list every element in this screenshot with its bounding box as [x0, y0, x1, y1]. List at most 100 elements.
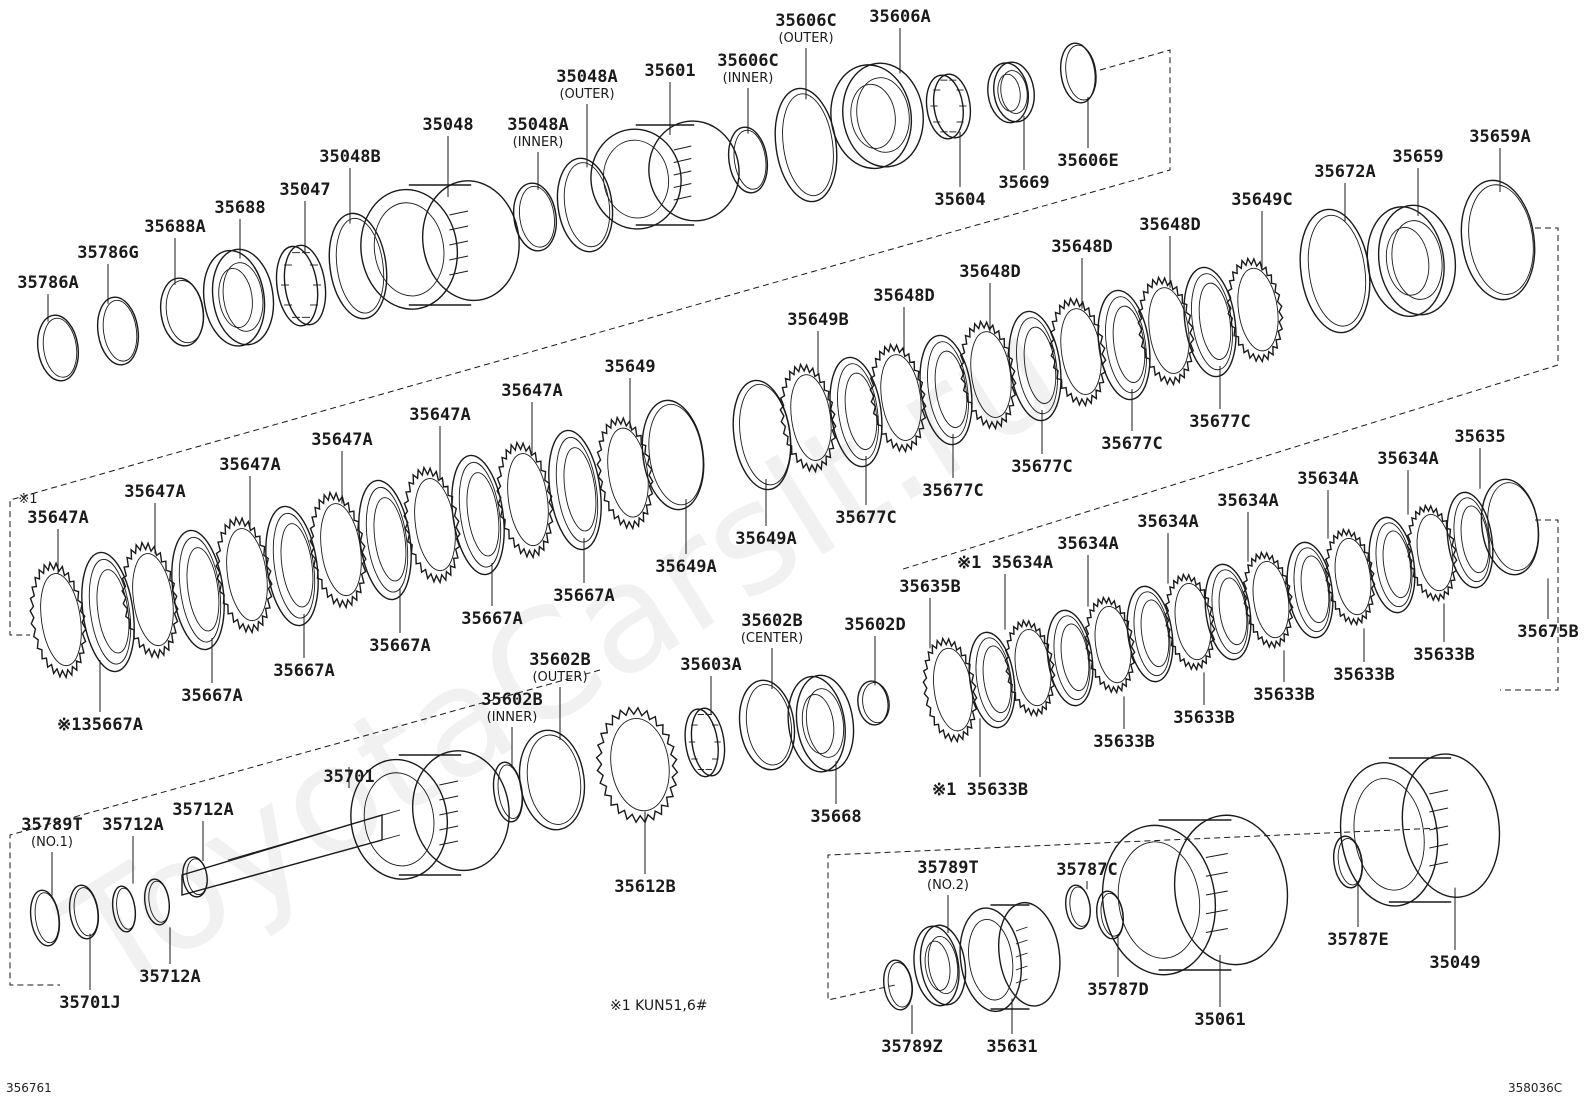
callout-p35786A: 35786A [17, 273, 79, 322]
callout-p35634A_2: 35634A [1297, 469, 1359, 539]
callout-label: 35647A [27, 508, 88, 528]
part-p35667A_5 [171, 529, 225, 651]
callout-p35677C_5: 35677C [835, 456, 897, 528]
callout-sublabel: (INNER) [513, 135, 564, 150]
part-p35787E [1332, 835, 1364, 889]
part-p35648D_1 [1137, 275, 1195, 387]
callout-p35789Z: 35789Z [881, 1005, 943, 1057]
callout-label: 35787E [1327, 930, 1388, 950]
part-p35648D_3 [959, 319, 1017, 431]
callout-label: 35677C [1101, 434, 1162, 454]
part-p35633B_1 [1368, 516, 1416, 614]
callout-label: 35659A [1469, 127, 1530, 147]
callout-label: 35701J [59, 993, 120, 1013]
part-p35647A_6 [29, 560, 87, 680]
callout-label: 35668 [810, 807, 861, 827]
part-p35602B_in [492, 761, 524, 823]
callout-label: 35631 [986, 1037, 1037, 1057]
callout-label: 35659 [1392, 147, 1443, 167]
part-p35047 [275, 244, 327, 327]
callout-label: 35606C [775, 11, 836, 31]
callout-label: 35712A [172, 800, 233, 820]
callout-p35712A_r: 35712A [172, 800, 234, 861]
callout-label: 35603A [680, 655, 741, 675]
part-p35634A_3 [1242, 550, 1294, 650]
part-p35789T1 [29, 889, 61, 947]
part-p35712A_l [111, 885, 137, 933]
callout-p35647A_3: 35647A [311, 430, 373, 504]
callout-label: 35602B [741, 611, 802, 631]
callout-label: 35606C [717, 51, 778, 71]
callout-p35677C_4: 35677C [922, 434, 984, 501]
part-p35667A_4 [265, 505, 319, 627]
callout-p35647A_2: 35647A [409, 405, 471, 479]
callout-p35601: 35601 [644, 61, 696, 135]
callout-label: 35647A [124, 482, 185, 502]
callout-p35649A_r: 35649A [735, 479, 797, 549]
callout-p35701: 35701 [323, 767, 375, 788]
callout-label: 35606E [1057, 151, 1118, 171]
callout-label: 35061 [1194, 1010, 1245, 1030]
callout-label: 35672A [1314, 162, 1375, 182]
part-p35606C_out [774, 87, 838, 203]
part-p35667A_3 [358, 479, 412, 601]
callout-label: 35677C [1011, 457, 1072, 477]
callout-p35634A_1: 35634A [1377, 449, 1439, 515]
callout-label: 35602D [844, 615, 905, 635]
callout-sublabel: (OUTER) [559, 87, 614, 102]
part-p35677C_4 [919, 334, 973, 446]
callout-p35602B_in: 35602B(INNER) [481, 690, 543, 768]
part-p35789T2 [913, 924, 967, 1007]
callout-p35048: 35048 [422, 115, 474, 197]
part-p35649A_r [732, 379, 792, 491]
callout-p35668: 35668 [810, 761, 862, 827]
part-p35634A_1 [1406, 503, 1458, 603]
callout-sublabel: (NO.1) [31, 835, 73, 850]
part-p35659A [1460, 179, 1536, 301]
callout-p35647A_4: 35647A [219, 455, 281, 529]
callout-p35634A_4: 35634A [1137, 512, 1199, 584]
callout-label: 35634A [1377, 449, 1438, 469]
callout-label: 35669 [998, 173, 1049, 193]
callout-p35602D: 35602D [844, 615, 906, 686]
callout-label: 35667A [181, 686, 242, 706]
callout-p35606A: 35606A [869, 7, 931, 74]
callout-p35787E: 35787E [1327, 882, 1389, 950]
callout-p35659: 35659 [1392, 147, 1444, 216]
ref-right: 358036C [1508, 1081, 1562, 1095]
callout-p35688A: 35688A [144, 217, 206, 285]
callout-label: 35701 [323, 767, 374, 787]
callout-p35631: 35631 [986, 998, 1038, 1057]
callout-sublabel: (CENTER) [741, 631, 803, 646]
callout-p35603A: 35603A [680, 655, 742, 715]
callout-p35635: 35635 [1454, 427, 1506, 489]
callout-p35667A_2: 35667A [461, 563, 523, 629]
part-p35677C_5 [829, 356, 883, 468]
callout-label: 35677C [922, 481, 983, 501]
callout-p35649: 35649 [604, 357, 656, 429]
callout-p35633B_5: 35633B [1093, 696, 1155, 752]
callout-label: 35667A [461, 609, 522, 629]
part-p35701 [181, 750, 510, 896]
callout-p35659A: 35659A [1469, 127, 1531, 192]
callout-label: 35649 [604, 357, 655, 377]
part-p35649A_l [641, 399, 705, 511]
callout-p35789T2: 35789T(NO.2) [917, 858, 979, 933]
callout-p35672A: 35672A [1314, 162, 1376, 222]
part-p35606A [830, 62, 924, 170]
callout-label: 35047 [279, 180, 330, 200]
callout-sublabel: (OUTER) [778, 31, 833, 46]
callout-p35061: 35061 [1194, 955, 1246, 1030]
callout-label: 35633B [1173, 708, 1234, 728]
callout-label: 35602B [529, 650, 590, 670]
callout-p35633B_4: 35633B [1173, 672, 1235, 728]
callout-label: 35633B [1253, 685, 1314, 705]
callout-p35667A_3: 35667A [369, 588, 431, 656]
part-p35648D_2 [1049, 296, 1107, 408]
callout-label: 35647A [311, 430, 372, 450]
callout-p35606C_out: 35606C(OUTER) [775, 11, 837, 100]
callout-p35634A_5: 35634A [1057, 534, 1119, 607]
callout-p35701J: 35701J [59, 933, 121, 1013]
callout-label: ※135667A [57, 715, 143, 735]
part-p35633B_6 [968, 631, 1016, 729]
